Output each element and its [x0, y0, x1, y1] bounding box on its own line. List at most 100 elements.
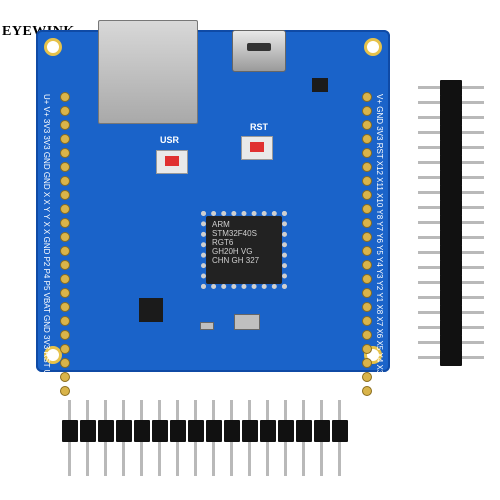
- mount-hole-top-left: [44, 38, 62, 56]
- pad: [362, 190, 372, 200]
- header-plastic: [188, 420, 204, 442]
- header-plastic: [98, 420, 114, 442]
- pad: [362, 246, 372, 256]
- pad: [362, 302, 372, 312]
- header-plastic: [440, 125, 462, 141]
- header-plastic: [80, 420, 96, 442]
- micro-usb-port: [232, 30, 286, 72]
- header-plastic: [440, 275, 462, 291]
- pad: [60, 176, 70, 186]
- pad: [362, 260, 372, 270]
- pad: [362, 92, 372, 102]
- header-plastic: [440, 95, 462, 111]
- pad: [60, 302, 70, 312]
- header-plastic: [440, 350, 462, 366]
- pad: [60, 246, 70, 256]
- pad: [362, 204, 372, 214]
- pad: [60, 148, 70, 158]
- pad: [362, 330, 372, 340]
- small-ic: [139, 298, 163, 322]
- mount-hole-top-right: [364, 38, 382, 56]
- header-plastic: [314, 420, 330, 442]
- pad: [362, 372, 372, 382]
- mcu-text-2: STM32F40S: [212, 229, 257, 238]
- pad: [60, 204, 70, 214]
- header-plastic: [332, 420, 348, 442]
- header-plastic: [440, 140, 462, 156]
- header-plastic: [116, 420, 132, 442]
- pad: [60, 106, 70, 116]
- pad: [60, 134, 70, 144]
- pad: [60, 358, 70, 368]
- rst-button-label: RST: [250, 122, 268, 132]
- header-plastic: [440, 305, 462, 321]
- crystal-y2: [200, 322, 214, 330]
- pad: [60, 260, 70, 270]
- pad: [362, 386, 372, 396]
- mount-hole-bottom-left: [44, 346, 62, 364]
- horizontal-pin-header: [62, 400, 352, 476]
- header-plastic: [440, 215, 462, 231]
- header-plastic: [440, 80, 462, 96]
- pad: [362, 134, 372, 144]
- pad: [362, 120, 372, 130]
- usr-button-label: USR: [160, 135, 180, 145]
- header-plastic: [278, 420, 294, 442]
- pad: [60, 330, 70, 340]
- pad: [60, 274, 70, 284]
- pcb-board: USR RST ARM STM32F40S RGT6 GH20H VG CHN …: [36, 20, 390, 410]
- pad: [60, 372, 70, 382]
- mcu-chip: ARM STM32F40S RGT6 GH20H VG CHN GH 327: [201, 211, 287, 289]
- mcu-text-3: RGT6: [212, 238, 234, 247]
- pad: [362, 358, 372, 368]
- pad: [362, 316, 372, 326]
- header-plastic: [224, 420, 240, 442]
- pad: [60, 386, 70, 396]
- header-plastic: [440, 260, 462, 276]
- pad: [60, 162, 70, 172]
- header-plastic: [440, 230, 462, 246]
- pad: [362, 106, 372, 116]
- usr-button[interactable]: [156, 150, 188, 174]
- header-plastic: [62, 420, 78, 442]
- sd-card-slot: [98, 20, 198, 124]
- right-labels: V+ GND 3V3 RST X12 X11 X10 Y8 Y7 Y6 Y5 Y…: [375, 94, 384, 399]
- header-plastic: [440, 170, 462, 186]
- header-plastic: [296, 420, 312, 442]
- header-plastic: [206, 420, 222, 442]
- header-plastic: [440, 245, 462, 261]
- pad: [362, 218, 372, 228]
- left-pin-header-row: [60, 92, 70, 396]
- pad: [60, 120, 70, 130]
- pad: [362, 148, 372, 158]
- mcu-text-1: ARM: [212, 220, 230, 229]
- pad: [362, 232, 372, 242]
- pad: [60, 288, 70, 298]
- pad: [362, 176, 372, 186]
- pad: [60, 92, 70, 102]
- pad: [60, 344, 70, 354]
- left-labels: U+ V+ 3V3 3V3 GND GND X X Y Y X X GND P2…: [42, 94, 51, 410]
- rst-button[interactable]: [241, 136, 273, 160]
- header-plastic: [242, 420, 258, 442]
- pad: [362, 288, 372, 298]
- pad: [60, 316, 70, 326]
- vertical-pin-header: [418, 80, 484, 370]
- pad: [362, 274, 372, 284]
- header-plastic: [134, 420, 150, 442]
- header-plastic: [440, 200, 462, 216]
- pad: [60, 190, 70, 200]
- header-plastic: [440, 320, 462, 336]
- pad: [362, 344, 372, 354]
- crystal-y1: [234, 314, 260, 330]
- header-plastic: [440, 155, 462, 171]
- header-plastic: [440, 110, 462, 126]
- right-pin-header-row: [362, 92, 372, 396]
- pad: [362, 162, 372, 172]
- mcu-text-4: GH20H VG: [212, 247, 253, 256]
- pad: [60, 232, 70, 242]
- header-plastic: [152, 420, 168, 442]
- header-plastic: [440, 290, 462, 306]
- header-plastic: [170, 420, 186, 442]
- mcu-text-5: CHN GH 327: [212, 256, 260, 265]
